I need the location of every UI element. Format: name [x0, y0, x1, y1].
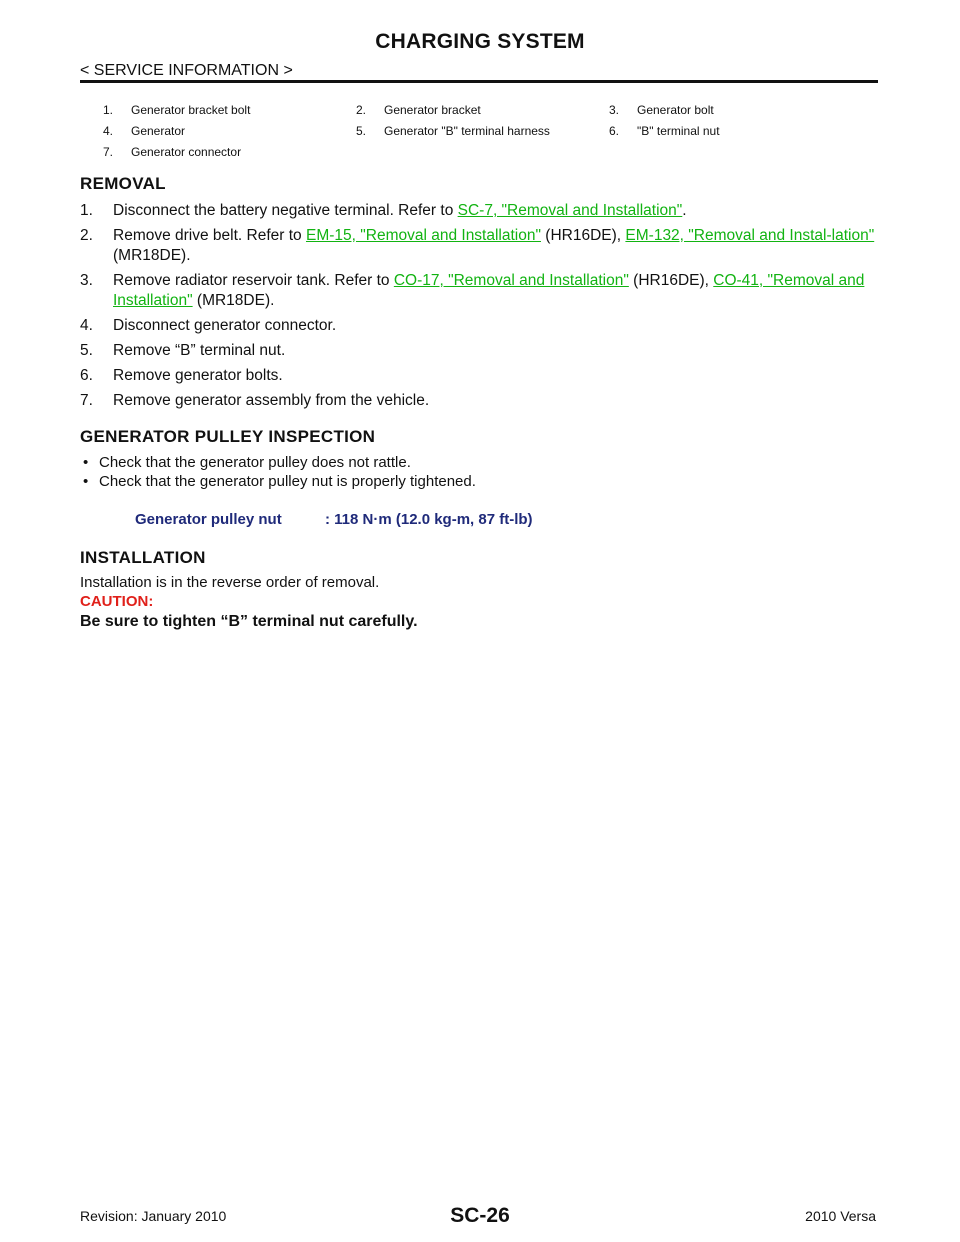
legend-item: 1.Generator bracket bolt [103, 103, 251, 117]
revision-date: Revision: January 2010 [80, 1208, 227, 1224]
section-breadcrumb[interactable]: < SERVICE INFORMATION > [80, 62, 293, 79]
spec-label: Generator pulley nut [135, 511, 282, 528]
legend-row: 1.Generator bracket bolt 2.Generator bra… [103, 100, 843, 121]
list-item: 2. Remove drive belt. Refer to EM-15, "R… [80, 227, 875, 264]
ref-link-sc-7[interactable]: SC-7, "Removal and Installation" [457, 202, 683, 219]
list-item: 6. Remove generator bolts. [80, 367, 283, 384]
legend-item: 3.Generator bolt [609, 103, 714, 117]
page-title: CHARGING SYSTEM [375, 30, 585, 53]
legend-item: 6."B" terminal nut [609, 124, 720, 138]
list-item: 1. Disconnect the battery negative termi… [80, 202, 687, 219]
pulley-inspection-heading: GENERATOR PULLEY INSPECTION [80, 427, 376, 446]
parts-legend: 1.Generator bracket bolt 2.Generator bra… [103, 100, 843, 163]
bullet-icon: • [83, 473, 89, 490]
bullet-icon: • [83, 454, 89, 471]
legend-row: 4.Generator 5.Generator "B" terminal har… [103, 121, 843, 142]
list-item: 3. Remove radiator reservoir tank. Refer… [80, 272, 865, 309]
main-content: REMOVAL 1. Disconnect the battery negati… [80, 172, 880, 632]
list-item: •Check that the generator pulley nut is … [80, 472, 880, 491]
ref-link-em-132[interactable]: EM-132, "Removal and Instal-lation" [625, 227, 875, 244]
caution-label: CAUTION: [80, 593, 154, 610]
ref-link-co-17[interactable]: CO-17, "Removal and Installation" [393, 272, 629, 289]
installation-text: Installation is in the reverse order of … [80, 574, 380, 591]
ref-link-em-15[interactable]: EM-15, "Removal and Installation" [305, 227, 541, 244]
caution-text: Be sure to tighten “B” terminal nut care… [80, 613, 418, 630]
spec-value: : 118 N·m (12.0 kg-m, 87 ft-lb) [325, 511, 533, 528]
removal-steps: 1. Disconnect the battery negative termi… [80, 201, 880, 411]
legend-row: 7.Generator connector [103, 142, 843, 163]
installation-heading: INSTALLATION [80, 548, 206, 567]
list-item: 5. Remove “B” terminal nut. [80, 342, 286, 359]
torque-spec: Generator pulley nut : 118 N·m (12.0 kg-… [135, 511, 880, 528]
legend-item: 4.Generator [103, 124, 186, 138]
pulley-checks: •Check that the generator pulley does no… [80, 453, 880, 491]
list-item: •Check that the generator pulley does no… [80, 453, 880, 472]
ref-link-co-41[interactable]: CO-41, "Removal and Installation" [113, 272, 865, 309]
list-item: 7. Remove generator assembly from the ve… [80, 392, 430, 409]
legend-item: 2.Generator bracket [356, 103, 481, 117]
removal-heading: REMOVAL [80, 174, 166, 193]
model-year: 2010 Versa [805, 1208, 876, 1224]
header-divider [80, 80, 878, 83]
list-item: 4. Disconnect generator connector. [80, 317, 337, 334]
legend-item: 5.Generator "B" terminal harness [356, 124, 550, 138]
page-number: SC-26 [450, 1204, 510, 1227]
legend-item: 7.Generator connector [103, 145, 242, 159]
